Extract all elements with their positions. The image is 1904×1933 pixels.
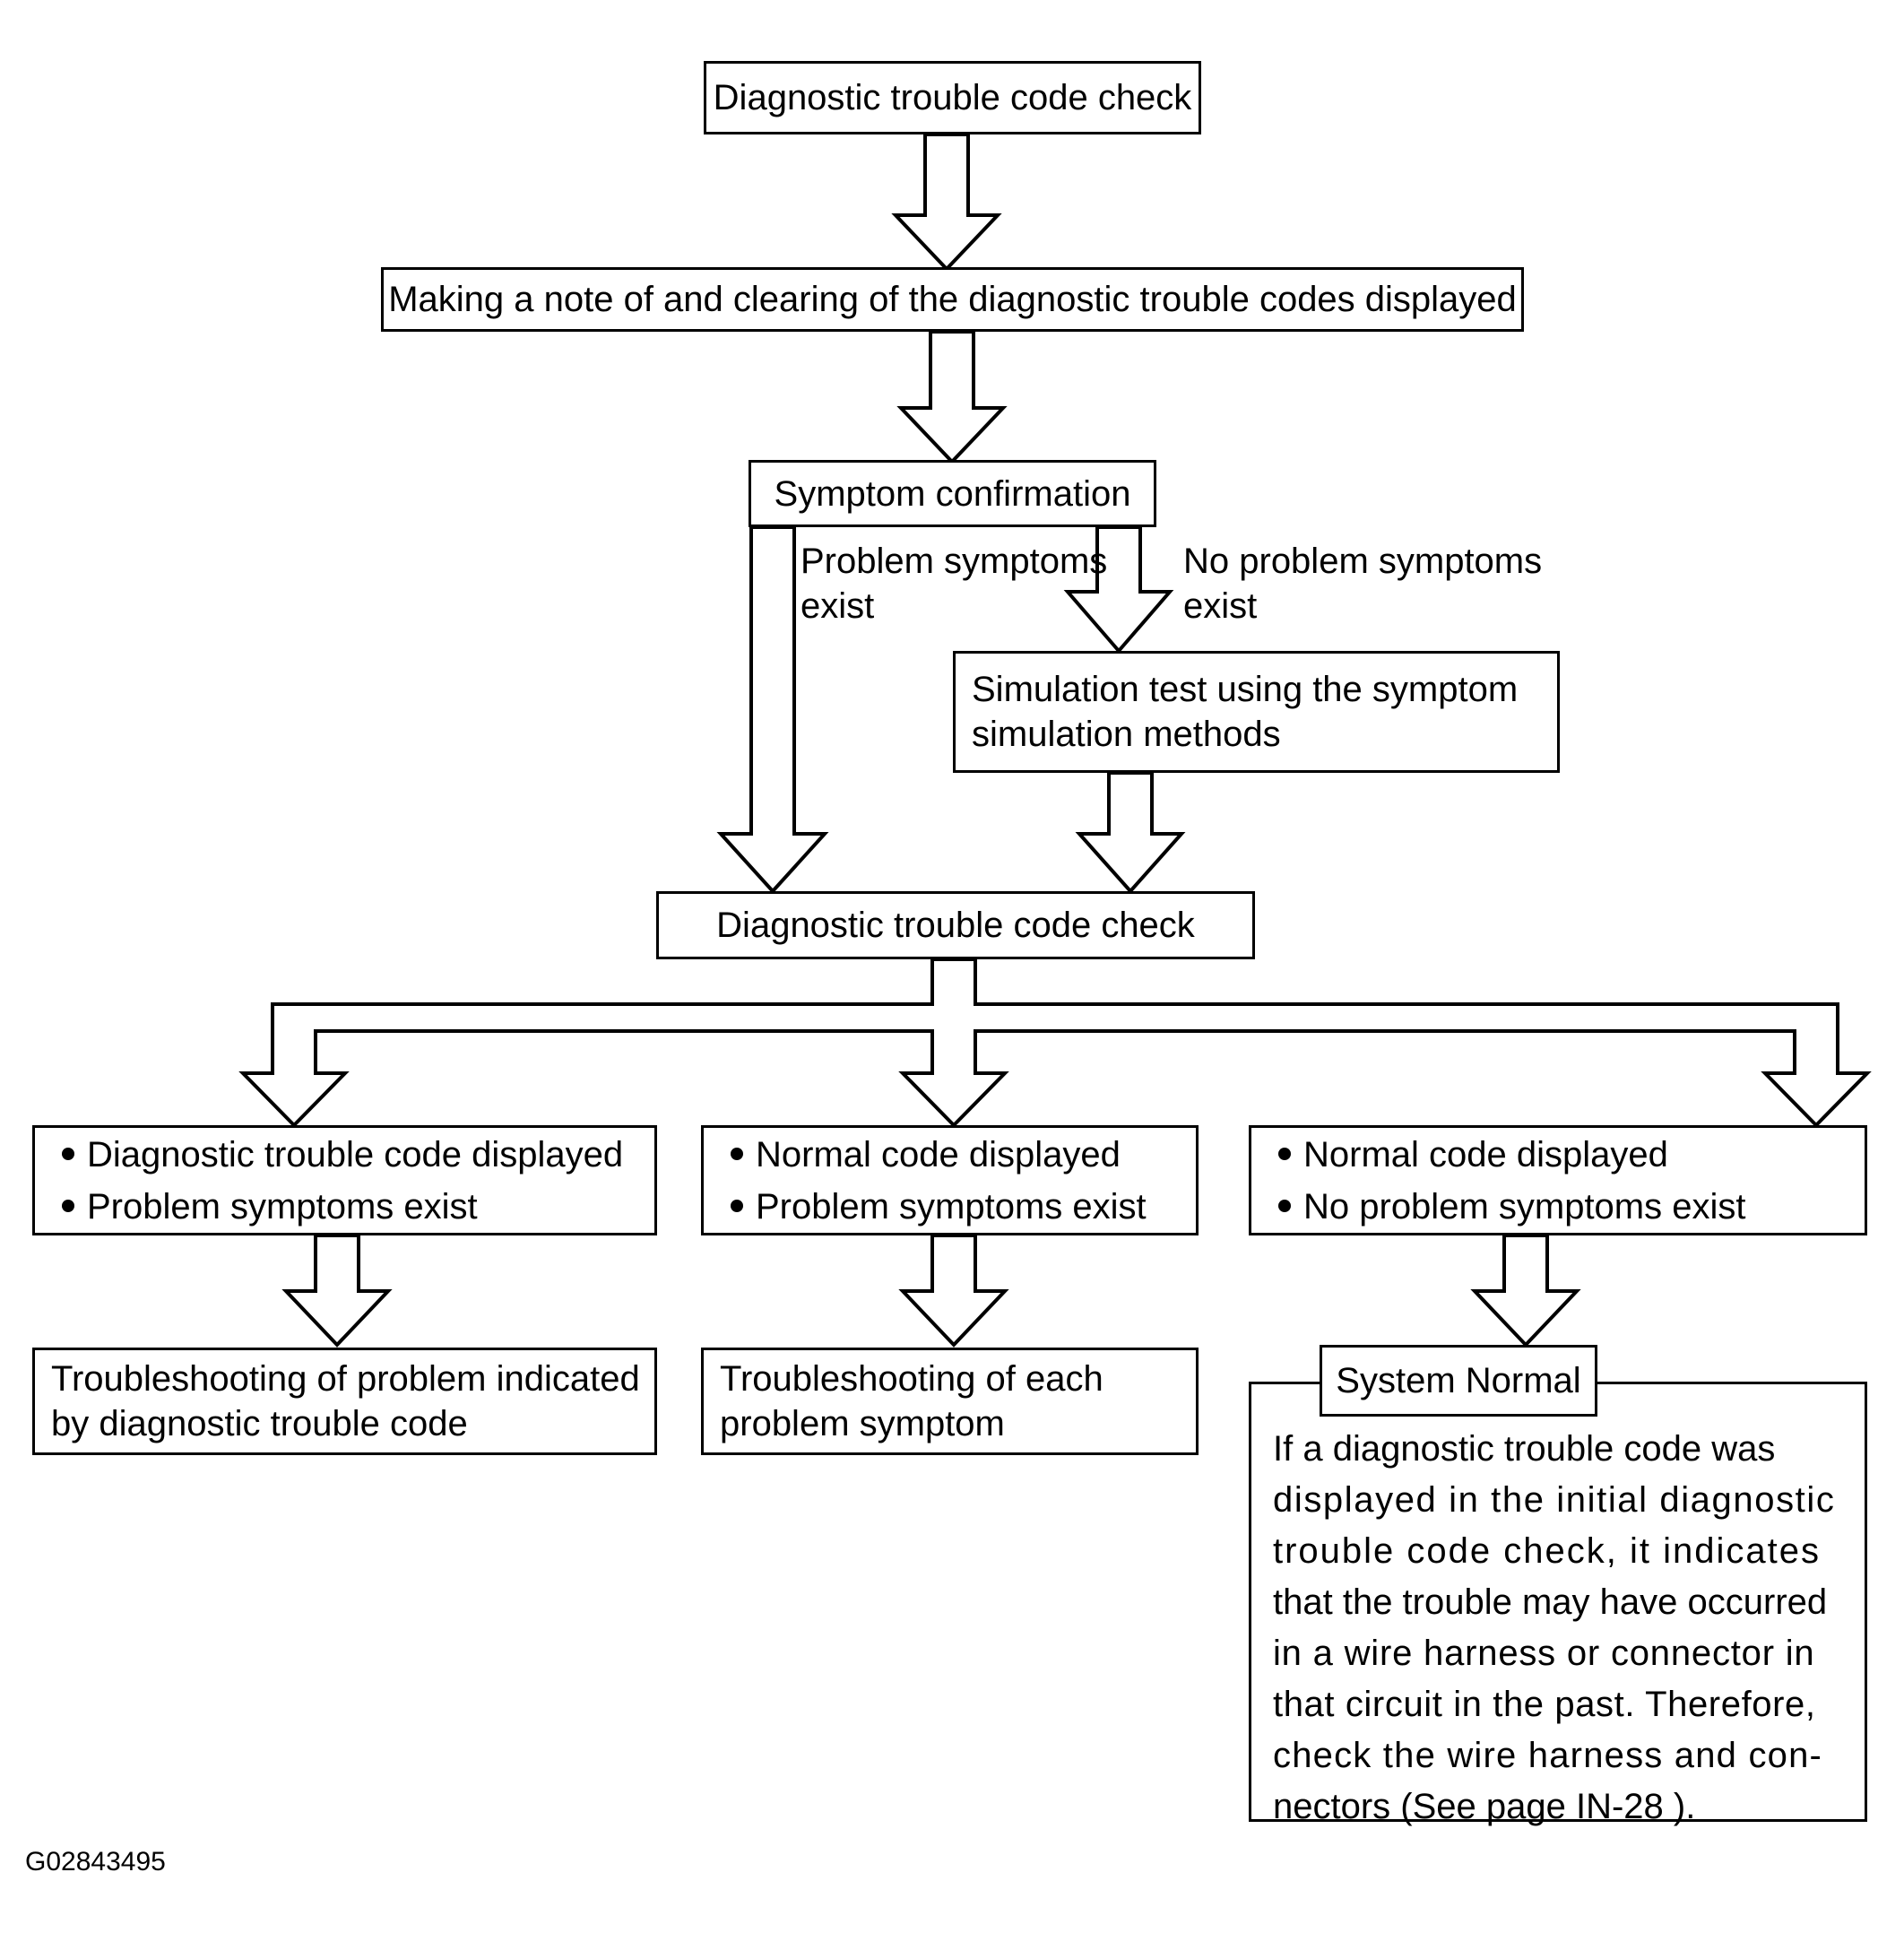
- bullet-icon: [731, 1147, 743, 1160]
- node-clear-codes[interactable]: Making a note of and clearing of the dia…: [381, 267, 1524, 332]
- arrow-middle-outcome-to-action: [898, 1234, 1009, 1348]
- arrow-split-three-way: [238, 958, 1872, 1128]
- arrow-clearing-to-symptom: [896, 330, 1008, 464]
- list-item: Normal code displayed: [1278, 1129, 1857, 1181]
- bullet-icon: [1278, 1199, 1291, 1212]
- node-symptom-confirmation-label: Symptom confirmation: [774, 473, 1131, 514]
- arrow-no-problem-symptoms-to-simulation: [1063, 525, 1174, 654]
- node-dtc-check-second[interactable]: Diagnostic trouble code check: [656, 891, 1255, 959]
- note-line: check the wire harness and con-: [1273, 1736, 1823, 1775]
- note-line: trouble code check, it indicates: [1273, 1531, 1821, 1571]
- arrow-dtc-to-clearing: [891, 133, 1002, 272]
- list-item: No problem symptoms exist: [1278, 1181, 1857, 1233]
- list-item: Diagnostic trouble code displayed: [62, 1129, 647, 1181]
- node-system-normal-title-label: System Normal: [1336, 1361, 1581, 1400]
- node-dtc-check-top-label: Diagnostic trouble code check: [713, 78, 1192, 117]
- arrow-simulation-to-dtc-check: [1075, 771, 1186, 895]
- node-action-left[interactable]: Troubleshooting of problem indicated by …: [32, 1348, 657, 1455]
- edge-label-problem-symptoms-exist: Problem symptoms exist: [801, 542, 1108, 626]
- arrow-problem-symptoms-to-dtc-check: [716, 525, 829, 894]
- note-line: in a wire harness or connector in: [1273, 1634, 1815, 1673]
- figure-id-label: G02843495: [25, 1847, 166, 1877]
- node-system-normal-title[interactable]: System Normal: [1320, 1345, 1597, 1417]
- node-system-normal-note-text: If a diagnostic trouble code was display…: [1273, 1424, 1836, 1833]
- node-action-middle[interactable]: Troubleshooting of each problem symptom: [701, 1348, 1199, 1455]
- edge-label-no-problem-symptoms-exist: No problem symptoms exist: [1183, 542, 1543, 626]
- bullet-icon: [1278, 1147, 1291, 1160]
- node-simulation-test-label: Simulation test using the symptom simula…: [972, 670, 1519, 754]
- node-dtc-check-top[interactable]: Diagnostic trouble code check: [704, 61, 1201, 134]
- node-outcome-middle[interactable]: Normal code displayed Problem symptoms e…: [701, 1125, 1199, 1235]
- list-item: Normal code displayed: [731, 1129, 1189, 1181]
- node-outcome-right-list: Normal code displayed No problem symptom…: [1278, 1129, 1857, 1233]
- node-simulation-test[interactable]: Simulation test using the symptom simula…: [953, 651, 1560, 773]
- note-line: that circuit in the past. Therefore,: [1273, 1685, 1816, 1724]
- node-outcome-middle-list: Normal code displayed Problem symptoms e…: [731, 1129, 1189, 1233]
- bullet-icon: [731, 1199, 743, 1212]
- node-dtc-check-second-label: Diagnostic trouble code check: [716, 906, 1195, 945]
- note-line: If a diagnostic trouble code was: [1273, 1429, 1776, 1469]
- node-action-middle-label: Troubleshooting of each problem symptom: [720, 1359, 1103, 1443]
- note-line: displayed in the initial diagnostic: [1273, 1480, 1836, 1520]
- node-clear-codes-label: Making a note of and clearing of the dia…: [388, 280, 1517, 319]
- bullet-icon: [62, 1147, 74, 1160]
- bullet-icon: [62, 1199, 74, 1212]
- list-item: Problem symptoms exist: [731, 1181, 1189, 1233]
- node-outcome-right[interactable]: Normal code displayed No problem symptom…: [1249, 1125, 1867, 1235]
- node-outcome-left-list: Diagnostic trouble code displayed Proble…: [62, 1129, 647, 1233]
- arrow-left-outcome-to-action: [281, 1234, 393, 1348]
- node-action-left-label: Troubleshooting of problem indicated by …: [51, 1359, 640, 1443]
- arrow-right-outcome-to-system-normal: [1470, 1234, 1581, 1348]
- note-line: nectors (See page IN-28 ).: [1273, 1787, 1696, 1826]
- node-symptom-confirmation[interactable]: Symptom confirmation: [749, 460, 1156, 527]
- list-item: Problem symptoms exist: [62, 1181, 647, 1233]
- note-line: that the trouble may have occurred: [1273, 1582, 1828, 1622]
- node-outcome-left[interactable]: Diagnostic trouble code displayed Proble…: [32, 1125, 657, 1235]
